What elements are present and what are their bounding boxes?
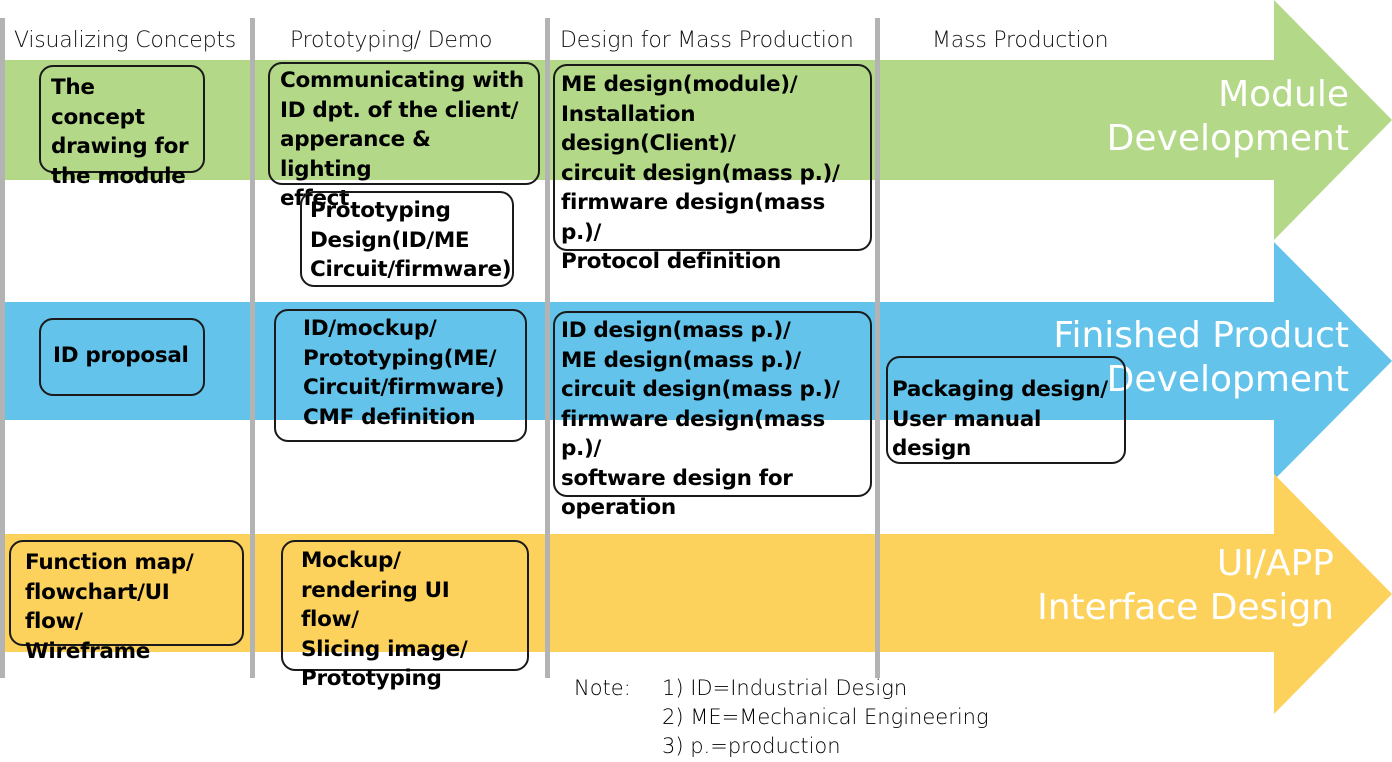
row-title-finished-product: Finished Product Development	[1053, 314, 1349, 402]
note-item: 3) p.=production	[662, 734, 841, 758]
box-prototyping-design: Prototyping Design(ID/ME Circuit/firmwar…	[300, 191, 514, 287]
row-title-module: Module Development	[1107, 73, 1349, 161]
box-function-map: Function map/ flowchart/UI flow/ Wirefra…	[9, 540, 244, 664]
box-packaging: Packaging design/ User manual design	[886, 356, 1126, 464]
box-id-mockup: ID/mockup/ Prototyping(ME/ Circuit/firmw…	[274, 309, 527, 442]
box-concept-drawing: The concept drawing for the module	[39, 65, 205, 189]
column-header-prototyping: Prototyping/ Demo	[290, 28, 493, 53]
ui-app-arrow	[0, 474, 1392, 714]
column-divider	[875, 18, 880, 678]
column-divider	[0, 18, 5, 678]
column-header-design-mass: Design for Mass Production	[560, 28, 854, 53]
row-title-line: Interface Design	[1037, 587, 1334, 628]
note-label: Note:	[574, 676, 631, 700]
column-header-mass-production: Mass Production	[932, 28, 1109, 53]
row-title-line: UI/APP	[1216, 543, 1334, 584]
column-divider	[545, 18, 550, 678]
box-communicating-id: Communicating with ID dpt. of the client…	[268, 62, 540, 211]
note-item: 2) ME=Mechanical Engineering	[662, 705, 989, 729]
column-header-visualizing: Visualizing Concepts	[14, 28, 237, 53]
box-id-design-mass: ID design(mass p.)/ ME design(mass p.)/ …	[553, 311, 872, 520]
column-divider	[250, 18, 255, 678]
box-id-proposal: ID proposal	[39, 318, 205, 396]
row-title-line: Module	[1218, 74, 1349, 115]
module-development-arrow	[0, 0, 1392, 240]
row-title-line: Finished Product	[1053, 315, 1349, 356]
finished-product-arrow	[0, 242, 1392, 480]
box-me-design-module: ME design(module)/ Installation design(C…	[553, 64, 872, 274]
row-title-ui-app: UI/APP Interface Design	[1037, 542, 1334, 630]
row-title-line: Development	[1106, 359, 1349, 400]
row-title-line: Development	[1106, 118, 1349, 159]
note-item: 1) ID=Industrial Design	[662, 676, 908, 700]
box-mockup-ui: Mockup/ rendering UI flow/ Slicing image…	[281, 540, 529, 691]
